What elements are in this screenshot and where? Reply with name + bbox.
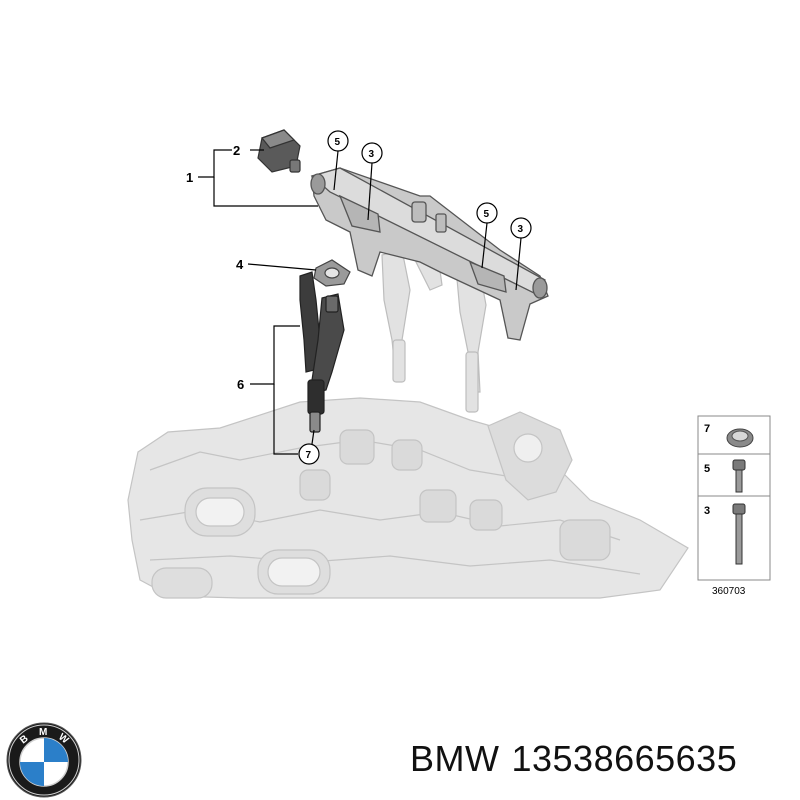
legend-ring-icon	[726, 428, 754, 448]
svg-text:3: 3	[518, 224, 524, 235]
circled-callouts: 5 3 5 3 7	[298, 130, 532, 465]
leader-lines	[198, 149, 522, 455]
callout-2: 2	[233, 143, 240, 158]
legend-label-7: 7	[704, 423, 710, 435]
svg-text:7: 7	[306, 450, 312, 461]
part-caption: BMW 13538665635	[410, 738, 795, 786]
rail-injectors-illustration	[381, 249, 515, 413]
bmw-logo: B M W	[6, 722, 82, 798]
callout-3-right: 3	[510, 217, 532, 239]
part-number: 13538665635	[511, 738, 738, 779]
callout-6: 6	[237, 377, 244, 392]
callout-5-right: 5	[476, 202, 498, 224]
logo-letter-m: M	[39, 727, 47, 738]
svg-text:5: 5	[335, 137, 341, 148]
callout-1: 1	[186, 170, 193, 185]
callout-5-top: 5	[327, 130, 349, 152]
legend-label-3: 3	[704, 505, 710, 517]
brand-name: BMW	[410, 738, 500, 779]
parts-diagram: 1 2 4 6 5 3 5 3 7 7 5 3	[127, 129, 771, 599]
parts-legend: 7 5 3	[697, 415, 771, 581]
legend-short-bolt-icon	[732, 459, 746, 493]
callout-labels: 1 2 4 6	[186, 143, 244, 392]
injector-illustration	[299, 271, 345, 433]
svg-text:3: 3	[369, 149, 375, 160]
callout-4: 4	[236, 257, 244, 272]
callout-7: 7	[298, 443, 320, 465]
svg-text:5: 5	[484, 209, 490, 220]
cylinder-head-illustration	[127, 397, 689, 599]
callout-3-top: 3	[361, 142, 383, 164]
fuel-rail-illustration	[310, 167, 549, 341]
seal-illustration	[313, 259, 351, 287]
diagram-code: 360703	[712, 586, 746, 597]
legend-label-5: 5	[704, 463, 710, 475]
pressure-sensor-illustration	[257, 129, 301, 173]
legend-long-bolt-icon	[732, 503, 746, 565]
